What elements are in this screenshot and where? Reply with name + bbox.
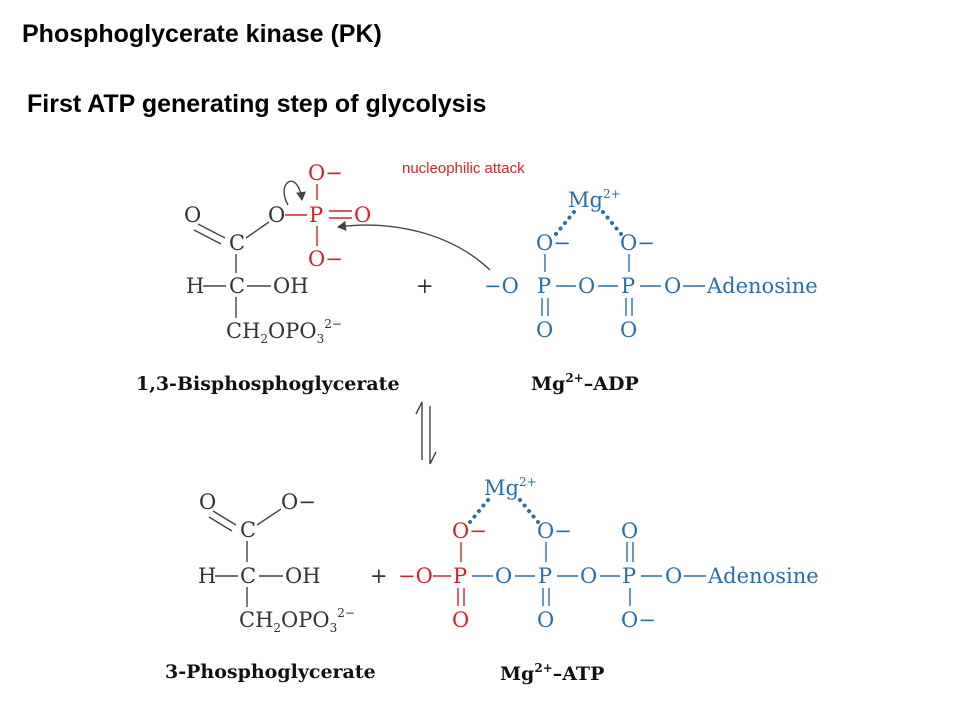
bpg-phosphorus: P — [309, 203, 323, 227]
adp-mg: Mg2+ — [568, 187, 621, 212]
bpg-bond-co-b — [193, 229, 222, 245]
plus-sign-top: + — [416, 274, 434, 298]
page-subtitle: First ATP generating step of glycolysis — [27, 90, 487, 118]
atp-p-gamma: P — [453, 564, 467, 588]
atp-alpha-o-bottom: O− — [621, 608, 656, 632]
adp-o-beta-bottom: O — [536, 318, 553, 342]
bpg-ch2opo3: CH2OPO32− — [226, 317, 342, 346]
pg-label: 3-Phosphoglycerate — [165, 661, 376, 683]
atp-p-alpha: P — [622, 564, 636, 588]
atp-adenosine: Adenosine — [707, 564, 819, 588]
mg-atp-structure: Mg2+ O− −O P O O O− P O O O P O− O Adeno… — [398, 475, 819, 632]
atp-mg: Mg2+ — [484, 475, 537, 500]
adp-o-alpha-bottom: O — [620, 318, 637, 342]
adp-terminal-o: −O — [484, 274, 519, 298]
page-title: Phosphoglycerate kinase (PK) — [22, 20, 382, 48]
pg-bond-c-o — [256, 508, 282, 526]
pg-c2: C — [240, 564, 256, 588]
bpg-phosphoryl-o-right: O — [354, 203, 371, 227]
pg-bond-co-a — [212, 510, 237, 526]
equilibrium-arrows — [415, 401, 437, 465]
bpg-bond-co-a — [197, 223, 226, 239]
atp-alpha-o-top: O — [621, 519, 638, 543]
pg-bond-co-b — [208, 516, 233, 532]
atp-bridge-o-1: O — [495, 564, 512, 588]
atp-bridge-o-2: O — [580, 564, 597, 588]
adp-mg-coordination-right — [601, 210, 623, 236]
adp-o-beta-top: O− — [620, 231, 655, 255]
pg-carbonyl-o: O — [199, 490, 216, 514]
bpg-oh: OH — [273, 274, 309, 298]
atp-mg-coordination-right — [518, 498, 540, 524]
atp-gamma-o-bottom: O — [452, 608, 469, 632]
adp-bridge-o: O — [578, 274, 595, 298]
atp-beta-o-top: O− — [537, 519, 572, 543]
pg-ch2opo3: CH2OPO32− — [239, 606, 355, 635]
bpg-label: 1,3-Bisphosphoglycerate — [136, 373, 400, 395]
adp-o-alpha-top: O− — [536, 231, 571, 255]
bpg-carbonyl-o: O — [184, 203, 201, 227]
atp-gamma-o-top: O− — [452, 519, 487, 543]
pg-c1: C — [240, 518, 256, 542]
bpg-phosphoryl-o-bottom: O− — [308, 247, 343, 271]
atp-mg-coordination-left — [468, 498, 490, 524]
adp-adenosine: Adenosine — [706, 274, 818, 298]
bpg-c2: C — [229, 274, 245, 298]
nucleophilic-attack-annotation: nucleophilic attack — [402, 160, 525, 177]
atp-ester-o: O — [665, 564, 682, 588]
atp-gamma-terminal-o: −O — [398, 564, 433, 588]
bpg-h: H — [186, 274, 204, 298]
pg-h: H — [198, 564, 216, 588]
nucleophilic-attack-arrow — [337, 220, 491, 271]
bpg-structure: O C O H C OH CH2OPO32− O− P O O− — [184, 161, 371, 346]
forward-arrow-head — [429, 451, 437, 465]
pg-oh: OH — [285, 564, 321, 588]
adp-mg-coordination-left — [554, 210, 576, 236]
mg-adp-label: Mg2+–ADP — [531, 371, 639, 395]
adp-p-beta: P — [537, 274, 551, 298]
bpg-phosphoryl-o-top: O− — [308, 161, 343, 185]
bpg-c1: C — [229, 231, 245, 255]
pg-carboxylate-o: O− — [281, 490, 316, 514]
adp-ester-o: O — [664, 274, 681, 298]
atp-p-beta: P — [538, 564, 552, 588]
plus-sign-bottom: + — [370, 564, 388, 588]
reverse-arrow-head — [415, 401, 423, 415]
mg-adp-structure: Mg2+ O− O− −O P O P O Adenosine O O — [484, 187, 818, 342]
atp-beta-o-bottom: O — [537, 608, 554, 632]
adp-p-alpha: P — [621, 274, 635, 298]
bpg-bond-c-o — [245, 221, 270, 239]
bpg-ester-o: O — [268, 203, 285, 227]
pg-structure: O O− C H C OH CH2OPO32− — [198, 490, 355, 635]
mg-atp-label: Mg2+–ATP — [500, 661, 604, 685]
electron-flow-arrow — [283, 180, 306, 206]
